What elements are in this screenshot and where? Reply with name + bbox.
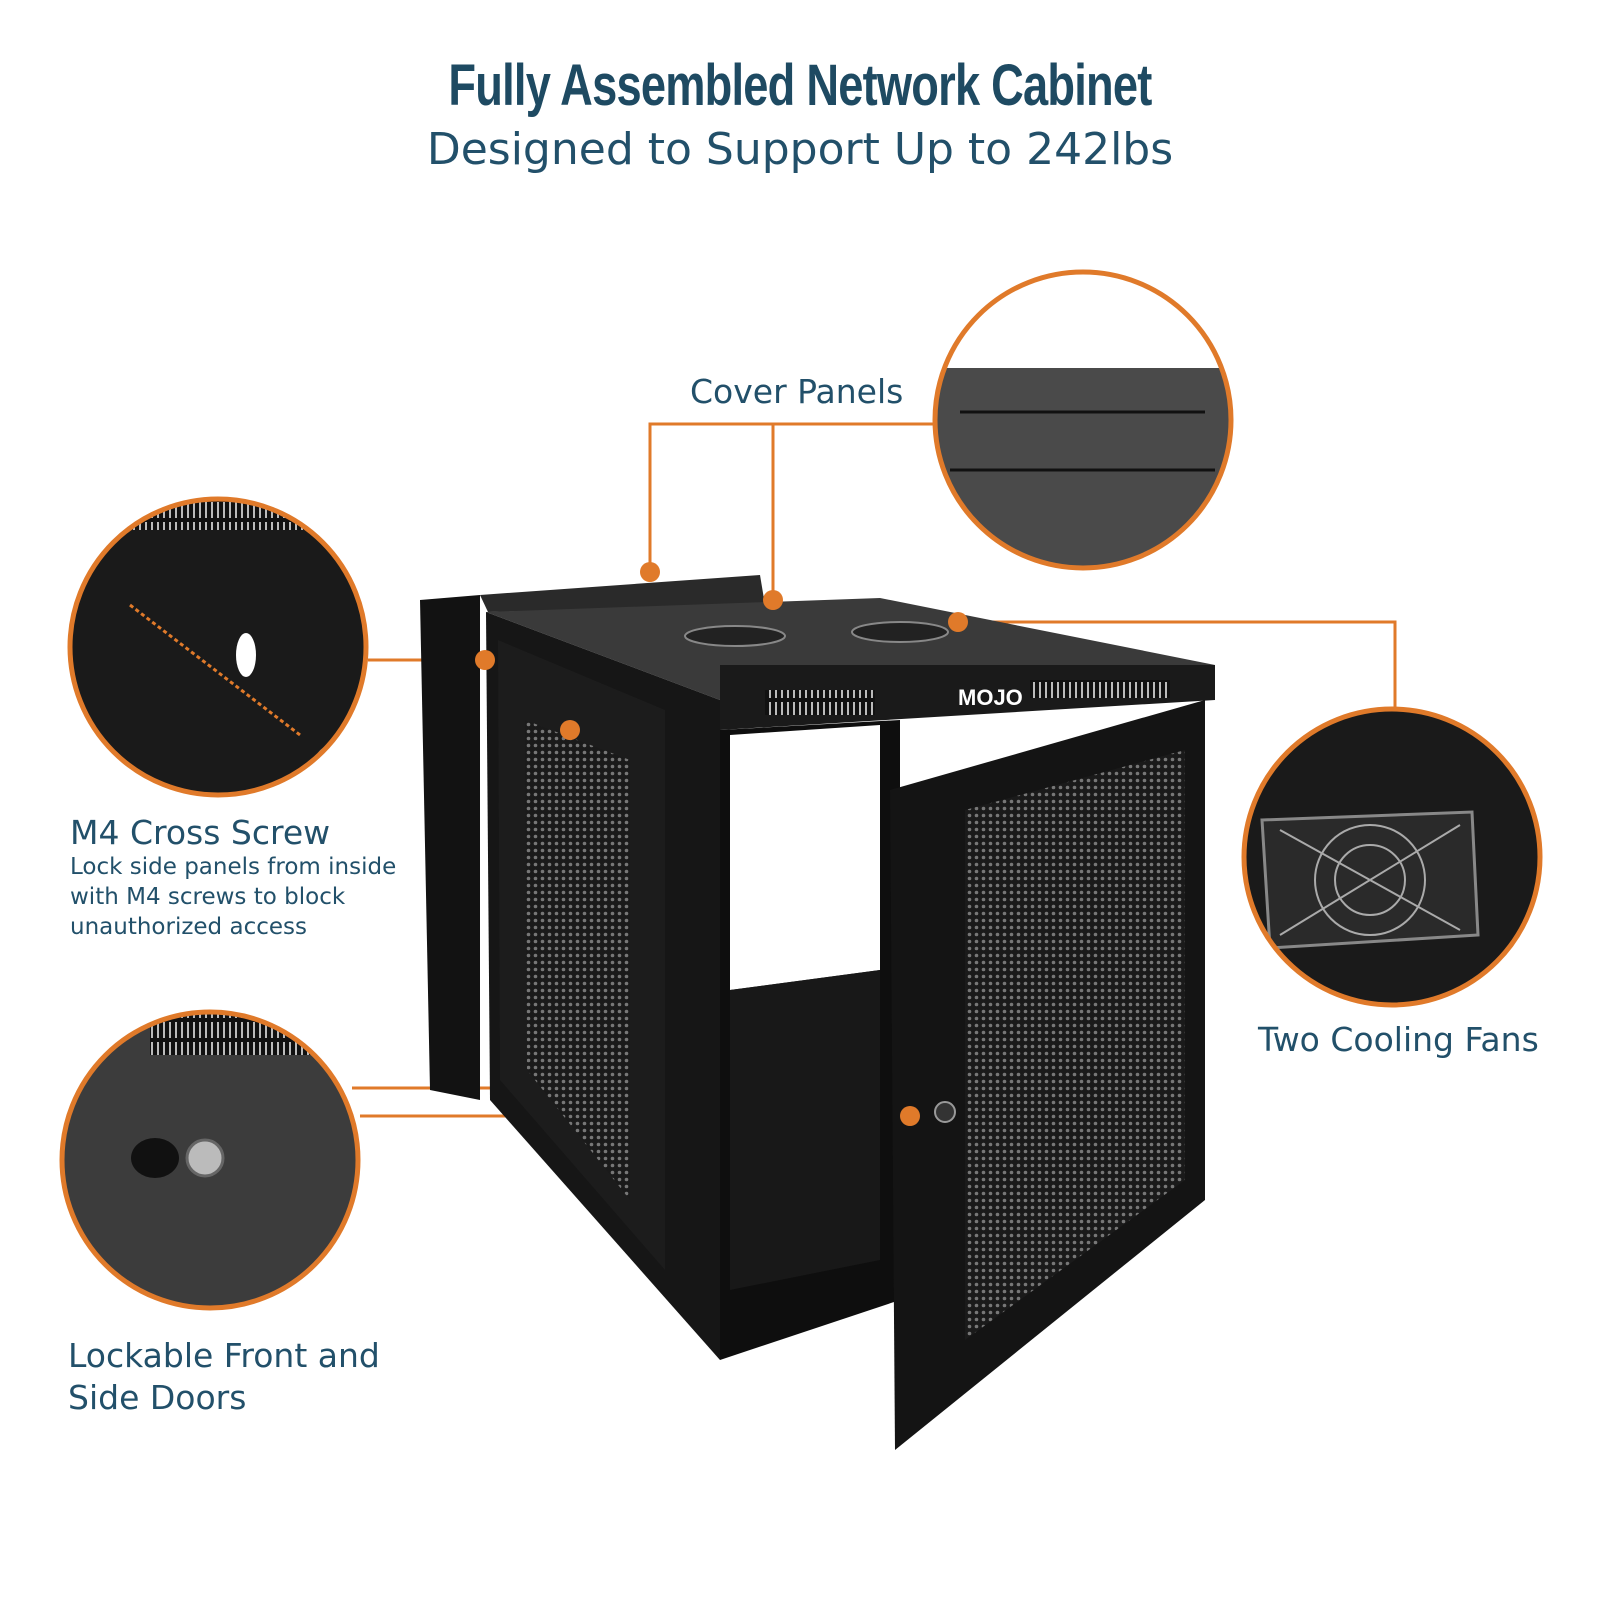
detail-cover-panels <box>932 269 1234 571</box>
cover-panels-label: Cover Panels <box>690 372 904 411</box>
detail-fans <box>1241 706 1543 1008</box>
cooling-fans-label: Two Cooling Fans <box>1258 1020 1539 1059</box>
lockable-doors-label: Lockable Front and Side Doors <box>68 1335 380 1419</box>
description-line: with M4 screws to block <box>70 884 346 910</box>
door-lock-icon <box>934 1101 956 1123</box>
m4-screw-label: M4 Cross Screw <box>70 813 331 852</box>
m4-screw-description: Lock side panels from inside with M4 scr… <box>70 852 396 942</box>
callout-dots <box>475 562 968 1126</box>
page-title: Fully Assembled Network Cabinet <box>448 53 1152 118</box>
label-line: Lockable Front and <box>68 1336 380 1375</box>
description-line: Lock side panels from inside <box>70 854 397 880</box>
detail-m4-screw <box>67 496 369 798</box>
brand-logo: MOJO <box>958 685 1023 710</box>
label-line: Side Doors <box>68 1378 247 1417</box>
page-subtitle: Designed to Support Up to 242lbs <box>426 124 1174 175</box>
description-line: unauthorized access <box>70 914 307 940</box>
key-lock-icon <box>185 1138 225 1178</box>
network-cabinet: MOJO <box>420 575 1215 1450</box>
fan-icon <box>1314 824 1426 936</box>
detail-lock <box>59 1009 361 1311</box>
